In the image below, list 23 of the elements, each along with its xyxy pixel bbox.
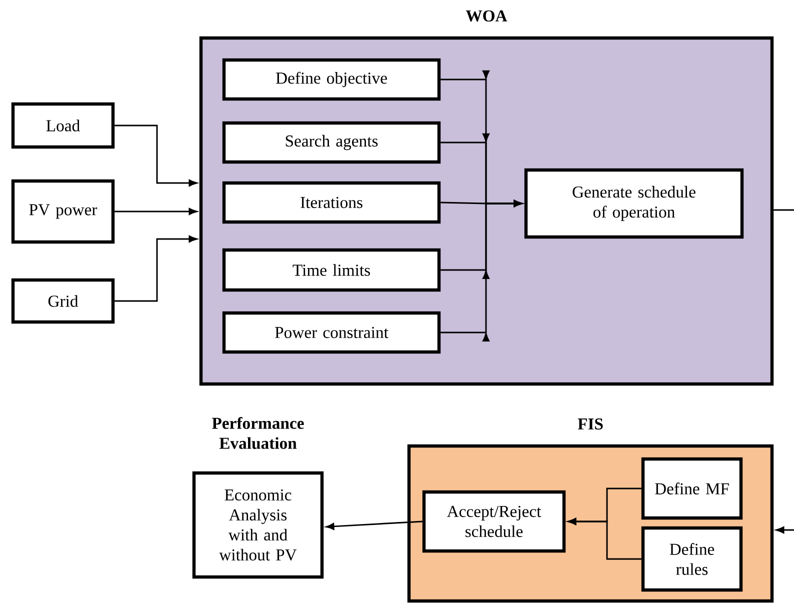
arrow <box>114 236 198 302</box>
process-box: Power constraint <box>222 311 441 354</box>
process-box: Iterations <box>222 181 441 224</box>
process-box: Load <box>11 102 115 149</box>
box-heading: FIS <box>578 418 603 430</box>
process-box: Time limits <box>222 248 441 292</box>
process-box: Define MF <box>641 457 743 520</box>
process-box: Search agents <box>222 121 441 164</box>
process-box: Accept/Reject schedule <box>422 490 566 553</box>
arrow <box>776 526 794 534</box>
process-box: Grid <box>11 278 115 324</box>
arrow <box>114 124 198 186</box>
box-heading: Performance Evaluation <box>212 417 304 449</box>
arrow <box>440 200 522 342</box>
process-box: Generate schedule of operation <box>524 168 744 239</box>
process-box: Define objective <box>222 58 441 101</box>
arrow <box>326 520 422 530</box>
box-heading: WOA <box>466 10 508 22</box>
process-box: Define rules <box>641 526 743 592</box>
process-box: Economic Analysis with and without PV <box>192 471 324 579</box>
arrow <box>114 208 198 215</box>
process-box: PV power <box>11 179 115 244</box>
arrow <box>568 518 642 560</box>
